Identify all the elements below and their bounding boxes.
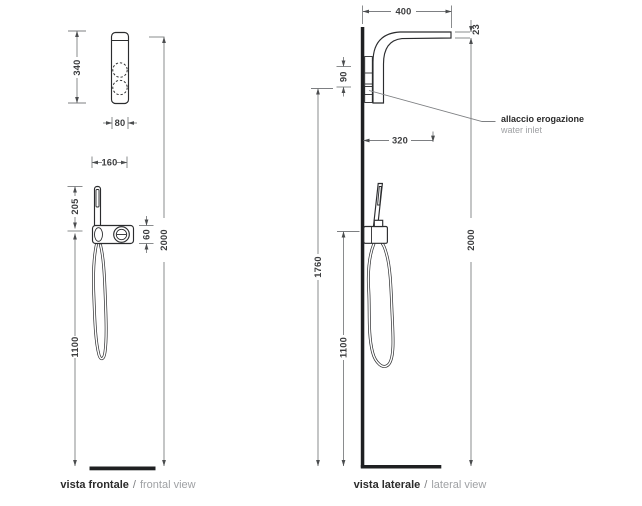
dim-label-1100-lateral: 1100: [339, 337, 349, 358]
dim-panel-width: 80: [103, 117, 137, 129]
dim-label-60: 60: [142, 229, 152, 240]
dim-handshower-height: 205: [67, 186, 83, 232]
callout-title: allaccio erogazione: [501, 114, 585, 124]
dim-label-1100-frontal: 1100: [70, 337, 80, 358]
dim-arm-thickness: 23: [455, 20, 481, 50]
mixer-frontal: [91, 224, 135, 245]
mixer-body: [363, 225, 388, 244]
frontal-caption-subtitle: frontal view: [139, 479, 196, 491]
dim-label-80: 80: [115, 118, 126, 128]
dim-label-90: 90: [339, 71, 349, 82]
arm-profile: [372, 31, 452, 104]
dim-label-2000-lateral: 2000: [466, 229, 476, 250]
dim-handshower-spacing: 160: [91, 156, 128, 168]
dim-label-400: 400: [395, 7, 411, 17]
lateral-caption-subtitle: lateral view: [431, 479, 487, 491]
lateral-view: 400 23 90 320: [311, 5, 496, 469]
water-inlet-callout: allaccio erogazione water inlet: [501, 114, 584, 135]
frontal-view: 340 80 160 205: [67, 30, 169, 471]
mixer-lateral: [363, 219, 388, 244]
floor-line-lateral: [360, 465, 442, 469]
hose-outline: [92, 242, 108, 361]
frontal-caption: vista frontale/frontal view: [40, 479, 216, 491]
wall-line: [360, 27, 365, 468]
dim-total-height-lateral: 2000: [466, 50, 476, 467]
hose-inner: [92, 243, 107, 360]
dim-label-340: 340: [72, 59, 82, 75]
dim-label-320: 320: [392, 136, 408, 146]
dim-label-23: 23: [471, 24, 481, 35]
water-inlet-fitting: [363, 86, 374, 95]
handshower-head: [95, 189, 100, 208]
handshower-head: [377, 186, 382, 206]
shower-panel: [110, 31, 130, 105]
hose-lateral: [366, 242, 395, 368]
panel-body: [110, 31, 130, 105]
caption-divider: /: [132, 479, 136, 491]
panel-nozzle-dashed-circle: [112, 62, 128, 78]
panel-nozzle-dashed-circle: [112, 79, 128, 96]
dim-handshower-projection: 320: [363, 131, 435, 146]
dim-panel-height: 340: [68, 30, 86, 104]
dim-arm-projection: 400: [362, 5, 452, 28]
dim-label-2000-frontal: 2000: [159, 229, 169, 250]
dim-total-height-frontal: 2000: [149, 36, 169, 467]
callout-leader-line: [368, 90, 496, 122]
hose-frontal: [92, 242, 108, 361]
dim-mixer-body-height: 60: [139, 216, 154, 253]
dim-handshower-floor-height: 1100: [70, 233, 80, 467]
mixer-knob-inner: [115, 228, 128, 241]
arm-wall-bracket: [364, 56, 373, 103]
hose-inner: [367, 243, 394, 368]
shower-arm: [363, 31, 452, 104]
floor-line-frontal: [89, 466, 156, 471]
dim-label-1760: 1760: [313, 256, 323, 277]
frontal-caption-title: vista frontale: [60, 479, 129, 491]
dim-label-160: 160: [101, 158, 117, 168]
dim-inlet-floor-height: 1760: [311, 88, 333, 467]
caption-divider: /: [424, 479, 428, 491]
callout-subtitle: water inlet: [501, 124, 543, 135]
lateral-caption-title: vista laterale: [353, 479, 421, 491]
dim-mixer-floor-height: 1100: [337, 231, 360, 467]
handshower-holder: [94, 227, 103, 242]
dim-label-205: 205: [70, 198, 80, 214]
dim-inlet-span: 90: [336, 57, 351, 97]
mixer-top-knob: [373, 219, 384, 228]
lateral-caption: vista laterale/lateral view: [336, 479, 504, 491]
